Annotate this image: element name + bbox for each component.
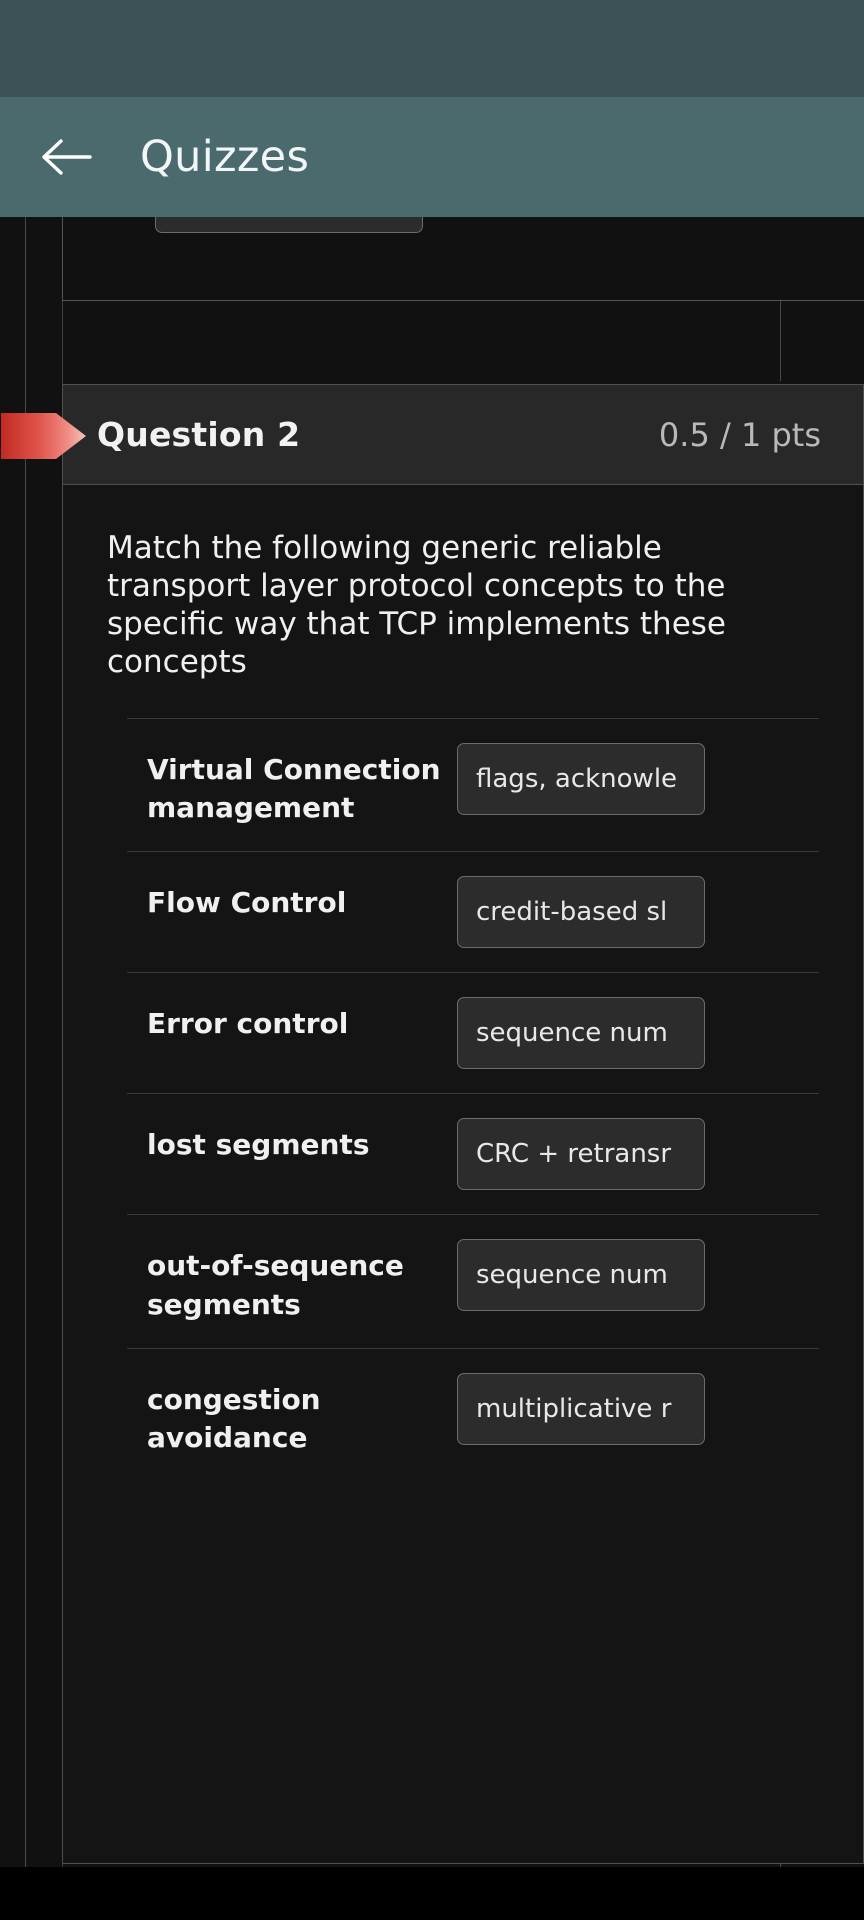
match-answer-select[interactable]: flags, acknowle xyxy=(457,742,705,815)
question-points-2: 0.5 / 1 pts xyxy=(658,415,821,454)
match-row: Virtual Connection management flags, ack… xyxy=(127,717,819,852)
match-row: out-of-sequence segments sequence num xyxy=(127,1214,819,1348)
quiz-content-webview[interactable]: Question 2 0.5 / 1 pts Match the followi… xyxy=(0,217,864,1867)
match-row: Flow Control credit-based sl xyxy=(127,851,819,972)
match-list-2: Virtual Connection management flags, ack… xyxy=(127,717,819,1482)
match-answer-select[interactable]: credit-based sl xyxy=(457,876,705,949)
back-arrow-icon xyxy=(40,136,92,178)
app-bar: Quizzes xyxy=(0,97,864,217)
match-row: lost segments CRC + retransr xyxy=(127,1093,819,1214)
match-answer-select[interactable]: sequence num xyxy=(457,997,705,1070)
content-rail-right xyxy=(780,301,781,381)
match-label: lost segments xyxy=(147,1128,370,1162)
question-title-2: Question 2 xyxy=(97,415,301,454)
match-label: congestion avoidance xyxy=(147,1382,321,1455)
match-answer-select[interactable]: multiplicative r xyxy=(457,1372,705,1445)
match-row: Error control sequence num xyxy=(127,972,819,1093)
previous-question-answer-select[interactable] xyxy=(155,217,423,233)
question-header-2: Question 2 0.5 / 1 pts xyxy=(1,385,863,485)
back-button[interactable] xyxy=(34,125,98,189)
content-rail-right-2 xyxy=(780,1864,781,1867)
match-row: congestion avoidance multiplicative r xyxy=(127,1347,819,1482)
card-gap-band xyxy=(62,301,864,381)
match-answer-select[interactable]: sequence num xyxy=(457,1239,705,1312)
match-label: Flow Control xyxy=(147,886,347,920)
card-gap-band-2 xyxy=(62,1864,864,1867)
previous-question-card-bottom xyxy=(62,217,864,301)
match-answer-select[interactable]: CRC + retransr xyxy=(457,1118,705,1191)
status-bar xyxy=(0,0,864,97)
page-edge-rail-left xyxy=(25,217,26,1867)
question-body-2: Match the following generic reliable tra… xyxy=(63,485,863,1482)
flagged-question-marker-icon xyxy=(1,407,86,465)
system-navigation-bar xyxy=(0,1867,864,1920)
match-label: Error control xyxy=(147,1007,349,1041)
match-label: out-of-sequence segments xyxy=(147,1249,404,1321)
question-prompt-2: Match the following generic reliable tra… xyxy=(107,530,727,681)
match-label: Virtual Connection management xyxy=(147,752,441,824)
question-card-2: Question 2 0.5 / 1 pts Match the followi… xyxy=(1,384,864,1864)
page-title: Quizzes xyxy=(140,132,310,182)
